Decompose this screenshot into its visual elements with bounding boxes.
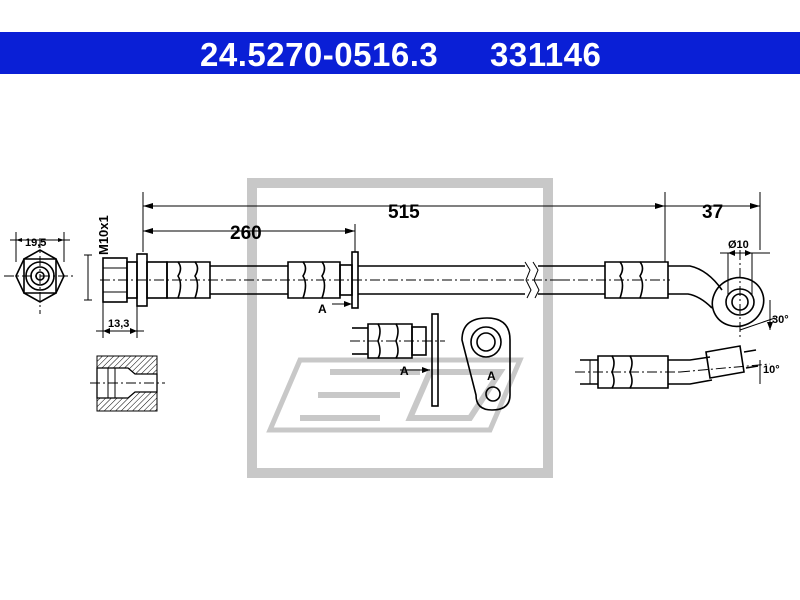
detail-a-bracket-view: [461, 317, 511, 411]
partial-length-label: 260: [230, 223, 262, 244]
eye-diameter-label: Ø10: [728, 239, 749, 251]
hose-side-view: [100, 250, 765, 340]
bend-angle-label: 10°: [763, 364, 780, 376]
end-length-label: 37: [702, 202, 723, 223]
view-a-label: A: [318, 302, 327, 316]
watermark-logo: [247, 178, 553, 478]
fitting-front-view: [4, 232, 76, 314]
thread-label: M10x1: [96, 215, 111, 255]
reference-number: 331146: [490, 36, 602, 73]
eye-angle-label: 30°: [772, 314, 789, 326]
dimension-lines: [96, 192, 776, 338]
fitting-length-label: 13,3: [108, 318, 129, 330]
part-number: 24.5270-0516.3: [200, 36, 439, 73]
detail-bend-view: [575, 345, 771, 389]
view-a-bracket-label: A: [487, 369, 496, 383]
fitting-width-label: 19,5: [25, 237, 46, 249]
total-length-label: 515: [388, 202, 420, 223]
header-bar: [0, 32, 800, 74]
fitting-section-view: [90, 355, 165, 412]
view-a-arrow-label: A: [400, 364, 409, 378]
detail-a-side-view: [350, 313, 445, 407]
view-a-arrow: [332, 301, 352, 307]
